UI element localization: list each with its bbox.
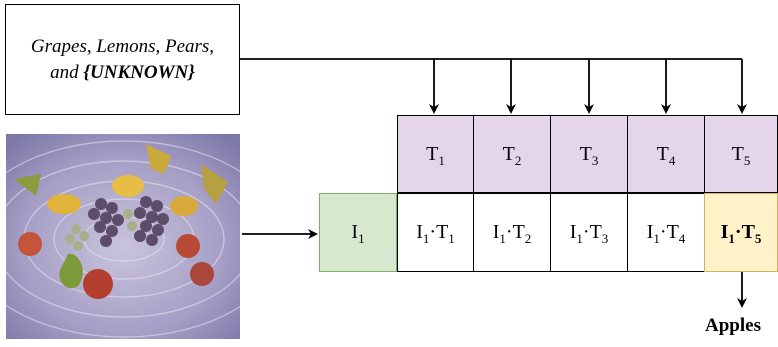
text-embedding-cell: T5 — [704, 115, 778, 193]
similarity-cell: I1·T4 — [627, 193, 705, 272]
prompt-line-2-prefix: and — [50, 61, 84, 83]
text-embedding-cell: T3 — [550, 115, 628, 193]
text-embedding-cell: T2 — [473, 115, 551, 193]
painting-artwork — [6, 134, 240, 339]
similarity-cell: I1·T3 — [550, 193, 628, 272]
similarity-label-highlighted: I1·T5 — [720, 221, 762, 246]
text-embedding-label: T4 — [656, 142, 676, 168]
image-embedding-cell: I1 — [319, 193, 397, 272]
text-embedding-label: T1 — [426, 142, 445, 168]
text-embedding-label: T5 — [731, 142, 751, 168]
prompt-box: Grapes, Lemons, Pears, and {UNKNOWN} — [5, 4, 240, 115]
text-embedding-cell: T4 — [627, 115, 705, 193]
similarity-label: I1·T2 — [492, 221, 532, 246]
similarity-cell: I1·T1 — [397, 193, 474, 272]
prompt-unknown-token: {UNKNOWN} — [83, 61, 195, 83]
predicted-answer: Apples — [705, 315, 761, 336]
prompt-line-1: Grapes, Lemons, Pears, — [30, 35, 215, 57]
similarity-label: I1·T4 — [646, 221, 686, 246]
prompt-line-2: and {UNKNOWN} — [50, 60, 195, 86]
image-embedding-label: I1 — [351, 221, 365, 246]
similarity-cell-highlighted: I1·T5 — [704, 193, 778, 272]
similarity-label: I1·T3 — [569, 221, 609, 246]
text-embedding-label: T2 — [502, 142, 522, 168]
similarity-label: I1·T1 — [416, 221, 455, 246]
text-embedding-cell: T1 — [397, 115, 474, 193]
similarity-cell: I1·T2 — [473, 193, 551, 272]
still-life-painting — [6, 134, 240, 339]
text-embedding-label: T3 — [579, 142, 599, 168]
